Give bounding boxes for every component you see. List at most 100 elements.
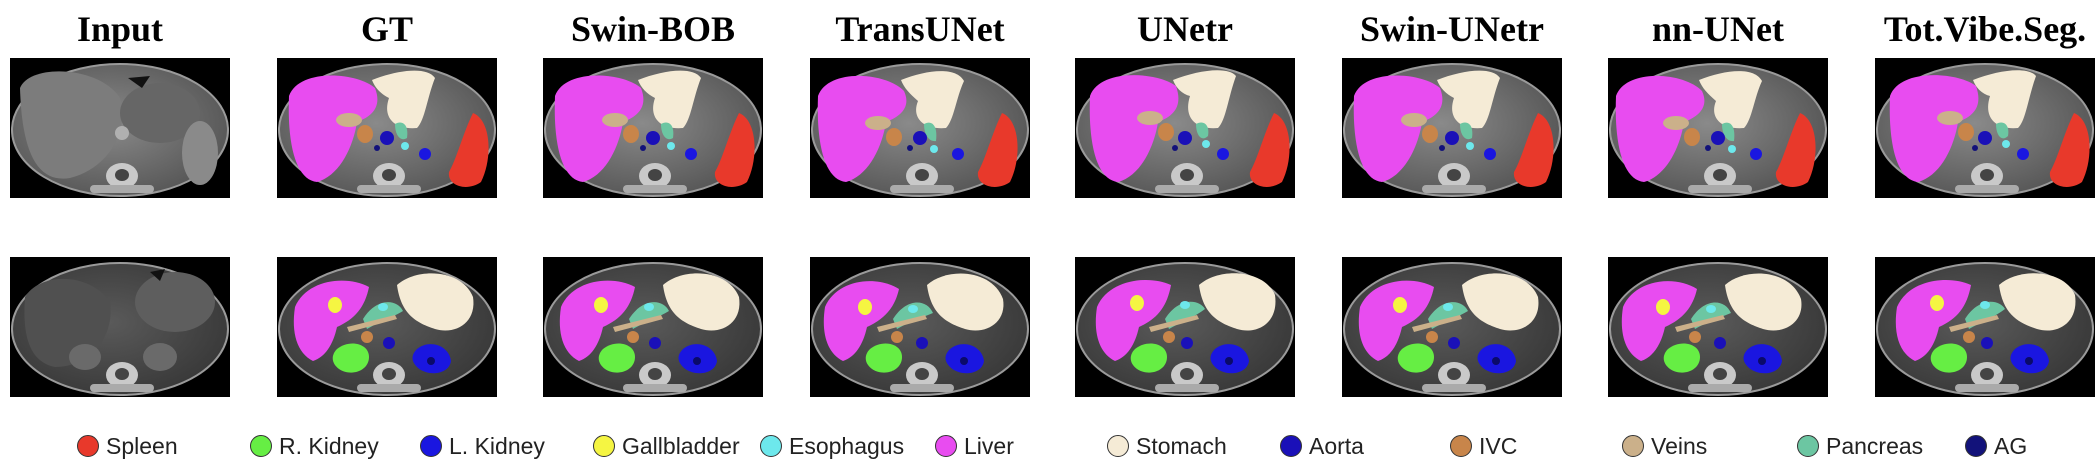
- ivc-segment: [891, 331, 903, 343]
- legend-swatch: [760, 435, 782, 457]
- legend-item-veins: Veins: [1622, 426, 1707, 466]
- ct-slice-svg: [544, 262, 762, 396]
- legend-label: AG: [1994, 432, 2028, 459]
- legend-swatch: [1450, 435, 1472, 457]
- legend-item-gallbladder: Gallbladder: [593, 426, 740, 466]
- ag-segment: [640, 145, 646, 151]
- esophagus-segment: [1706, 305, 1716, 313]
- stomach-segment: [397, 273, 474, 331]
- esophagus-segment: [1180, 301, 1190, 309]
- aorta-segment: [1711, 131, 1725, 145]
- liver-segment: [1095, 280, 1171, 361]
- column-title-unetr: UNetr: [1137, 9, 1233, 49]
- segmentation-image-row1: [1342, 58, 1562, 198]
- spinal-canal: [648, 368, 662, 380]
- ivc-segment: [886, 128, 902, 146]
- posterior-muscle: [1955, 384, 2019, 392]
- spinal-canal: [648, 169, 662, 181]
- segmentation-image-row2: [277, 257, 497, 397]
- spleen-segment: [1513, 113, 1554, 187]
- column-title-swin-unetr: Swin-UNetr: [1360, 9, 1544, 49]
- ct-slice-svg: [1343, 262, 1561, 396]
- liver-segment: [293, 280, 369, 361]
- spinal-canal: [1447, 169, 1461, 181]
- stomach-segment: [901, 71, 964, 129]
- spleen-segment: [1775, 113, 1816, 187]
- stomach-segment: [1462, 273, 1539, 331]
- legend-item-r-kidney: R. Kidney: [250, 426, 379, 466]
- legend-swatch: [420, 435, 442, 457]
- stomach-segment: [927, 273, 1004, 331]
- pancreas-segment: [924, 122, 937, 142]
- esophagus-segment: [401, 142, 409, 150]
- spleen-segment: [2049, 113, 2090, 187]
- veins-segment: [877, 315, 927, 332]
- esophagus-segment: [1728, 145, 1736, 153]
- ct-slice-svg: [1876, 262, 2094, 396]
- segmentation-image-row2: [1342, 257, 1562, 397]
- ct-slice-svg: [1876, 63, 2094, 197]
- legend-swatch: [1622, 435, 1644, 457]
- posterior-muscle: [357, 384, 421, 392]
- kidney-hilum: [2025, 357, 2033, 365]
- stomach-segment: [372, 70, 435, 129]
- l-kidney-segment: [1484, 148, 1496, 160]
- column-title-transunet: TransUNet: [835, 9, 1005, 49]
- aorta-segment: [649, 337, 661, 349]
- legend-item-l-kidney: L. Kidney: [420, 426, 545, 466]
- veins-segment: [1675, 315, 1725, 332]
- liver-segment: [559, 280, 635, 361]
- veins-segment: [1663, 116, 1689, 130]
- esophagus-segment: [930, 145, 938, 153]
- posterior-muscle: [890, 384, 954, 392]
- segmentation-image-row2: [1875, 257, 2095, 397]
- spinal-canal: [1180, 169, 1194, 181]
- stomach-segment: [638, 70, 701, 129]
- gallbladder-segment: [1130, 295, 1144, 311]
- stomach-segment: [1725, 273, 1802, 331]
- input-ct-image-row1: [10, 58, 230, 198]
- column-title-gt: GT: [360, 9, 413, 49]
- ivc-segment: [1163, 331, 1175, 343]
- posterior-muscle: [1155, 185, 1219, 193]
- segmentation-image-row1: [1608, 58, 1828, 198]
- liver-segment: [288, 75, 378, 182]
- esophagus-segment: [667, 142, 675, 150]
- r-kidney-segment: [1663, 343, 1700, 373]
- legend-label: Esophagus: [789, 432, 905, 459]
- liver-segment: [1358, 280, 1434, 361]
- esophagus-segment: [644, 303, 654, 311]
- stomach-segment: [1437, 70, 1500, 129]
- esophagus-segment: [1202, 140, 1210, 148]
- segmentation-image-row1: [1075, 58, 1295, 198]
- l-kidney-segment: [2017, 148, 2029, 160]
- kidney-hilum: [693, 357, 701, 365]
- spinal-canal: [1447, 368, 1461, 380]
- spinal-canal: [1180, 368, 1194, 380]
- liver-segment: [823, 281, 899, 361]
- gallbladder-segment: [858, 299, 872, 315]
- segmentation-image-row1: [810, 58, 1030, 198]
- ct-slice-svg: [278, 262, 496, 396]
- ivc-segment: [627, 331, 639, 343]
- legend-swatch: [250, 435, 272, 457]
- ivc-segment: [361, 331, 373, 343]
- legend-label: Aorta: [1309, 432, 1364, 459]
- segmentation-image-row2: [1608, 257, 1828, 397]
- ivc-segment: [1426, 331, 1438, 343]
- legend-swatch: [935, 435, 957, 457]
- ivc-segment: [1422, 125, 1438, 143]
- spinal-canal: [915, 169, 929, 181]
- legend-label: IVC: [1479, 432, 1518, 459]
- legend-swatch: [1107, 435, 1129, 457]
- ag-segment: [374, 145, 380, 151]
- legend: Spleen R. Kidney L. Kidney Gallbladder E…: [0, 426, 2100, 466]
- veins-segment: [1149, 315, 1199, 332]
- ct-slice-svg: [1076, 262, 1294, 396]
- aorta-segment: [916, 337, 928, 349]
- liver-segment: [1615, 75, 1705, 182]
- l-kidney-segment: [685, 148, 697, 160]
- posterior-muscle: [1688, 185, 1752, 193]
- aorta-segment: [1448, 337, 1460, 349]
- posterior-muscle: [1955, 185, 2019, 193]
